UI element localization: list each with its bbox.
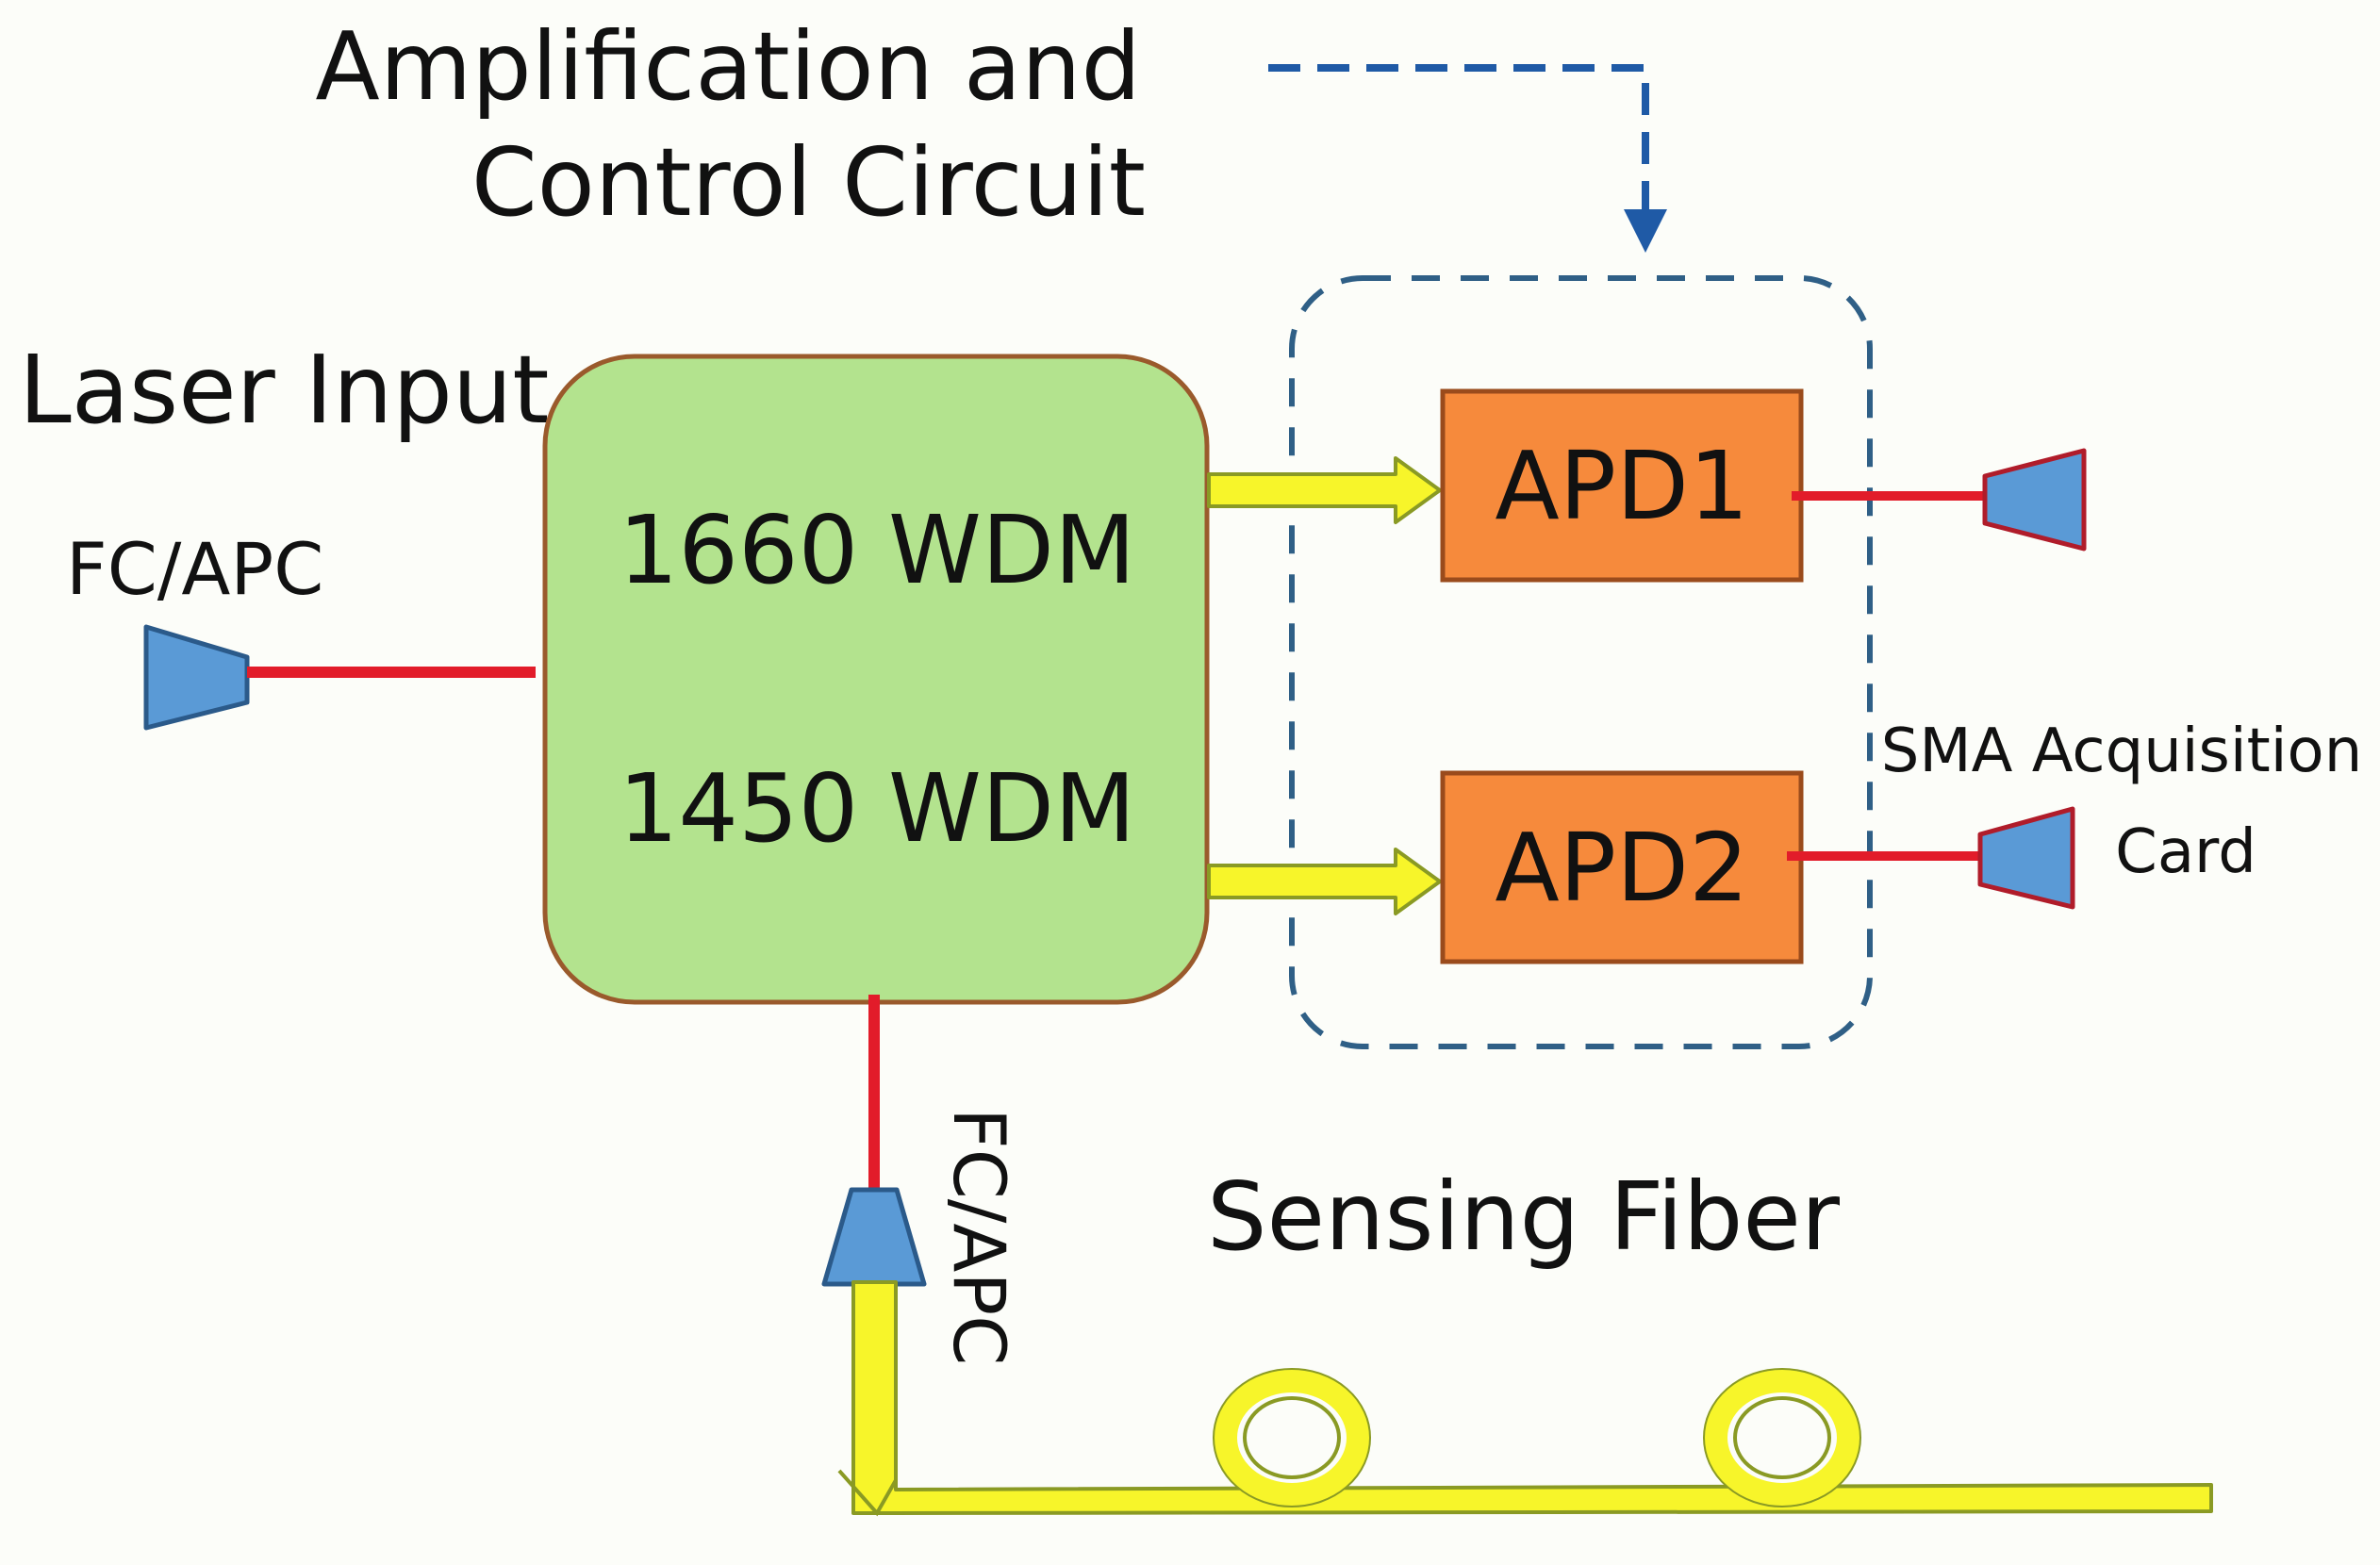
sma-card-label-line2: Card: [2115, 817, 2256, 887]
dashed-control-arrow: [1268, 64, 1667, 253]
sma-connector-top-icon: [1982, 448, 2087, 552]
wdm-1450-label: 1450 WDM: [619, 753, 1135, 864]
apd1-label: APD1: [1495, 431, 1748, 541]
wdm-module: [542, 354, 1210, 1005]
fiber-coil-icon: [1213, 1368, 1371, 1507]
fiber-coil-icon: [1703, 1368, 1861, 1507]
laser-input-label: Laser Input: [19, 335, 549, 445]
wdm-1660-label: 1660 WDM: [619, 495, 1135, 605]
sensing-fiber-label: Sensing Fiber: [1207, 1161, 1841, 1272]
wdm-to-apd2-arrow: [1207, 848, 1442, 915]
fcapc-left-label: FC/APC: [66, 527, 323, 611]
sma-card-label-line1: SMA Acquisition: [1881, 717, 2363, 786]
apd1-box: [1440, 388, 1804, 583]
apd2-label: APD2: [1495, 813, 1748, 923]
amp-circuit-title-line1: Amplification and: [315, 11, 1141, 122]
sma-connector-bottom-icon: [1977, 806, 2075, 910]
wdm-to-apd1-arrow: [1207, 456, 1442, 524]
fc-apc-bottom-connector-icon: [821, 1187, 927, 1287]
amp-circuit-title-line2: Control Circuit: [471, 127, 1146, 238]
apd2-box: [1440, 770, 1804, 964]
amp-control-dashed-box: [1289, 275, 1873, 1049]
fcapc-bottom-label: FC/APC: [937, 1108, 1021, 1365]
fc-apc-connector-icon: [143, 624, 250, 731]
sensing-fiber: [837, 1280, 2213, 1517]
